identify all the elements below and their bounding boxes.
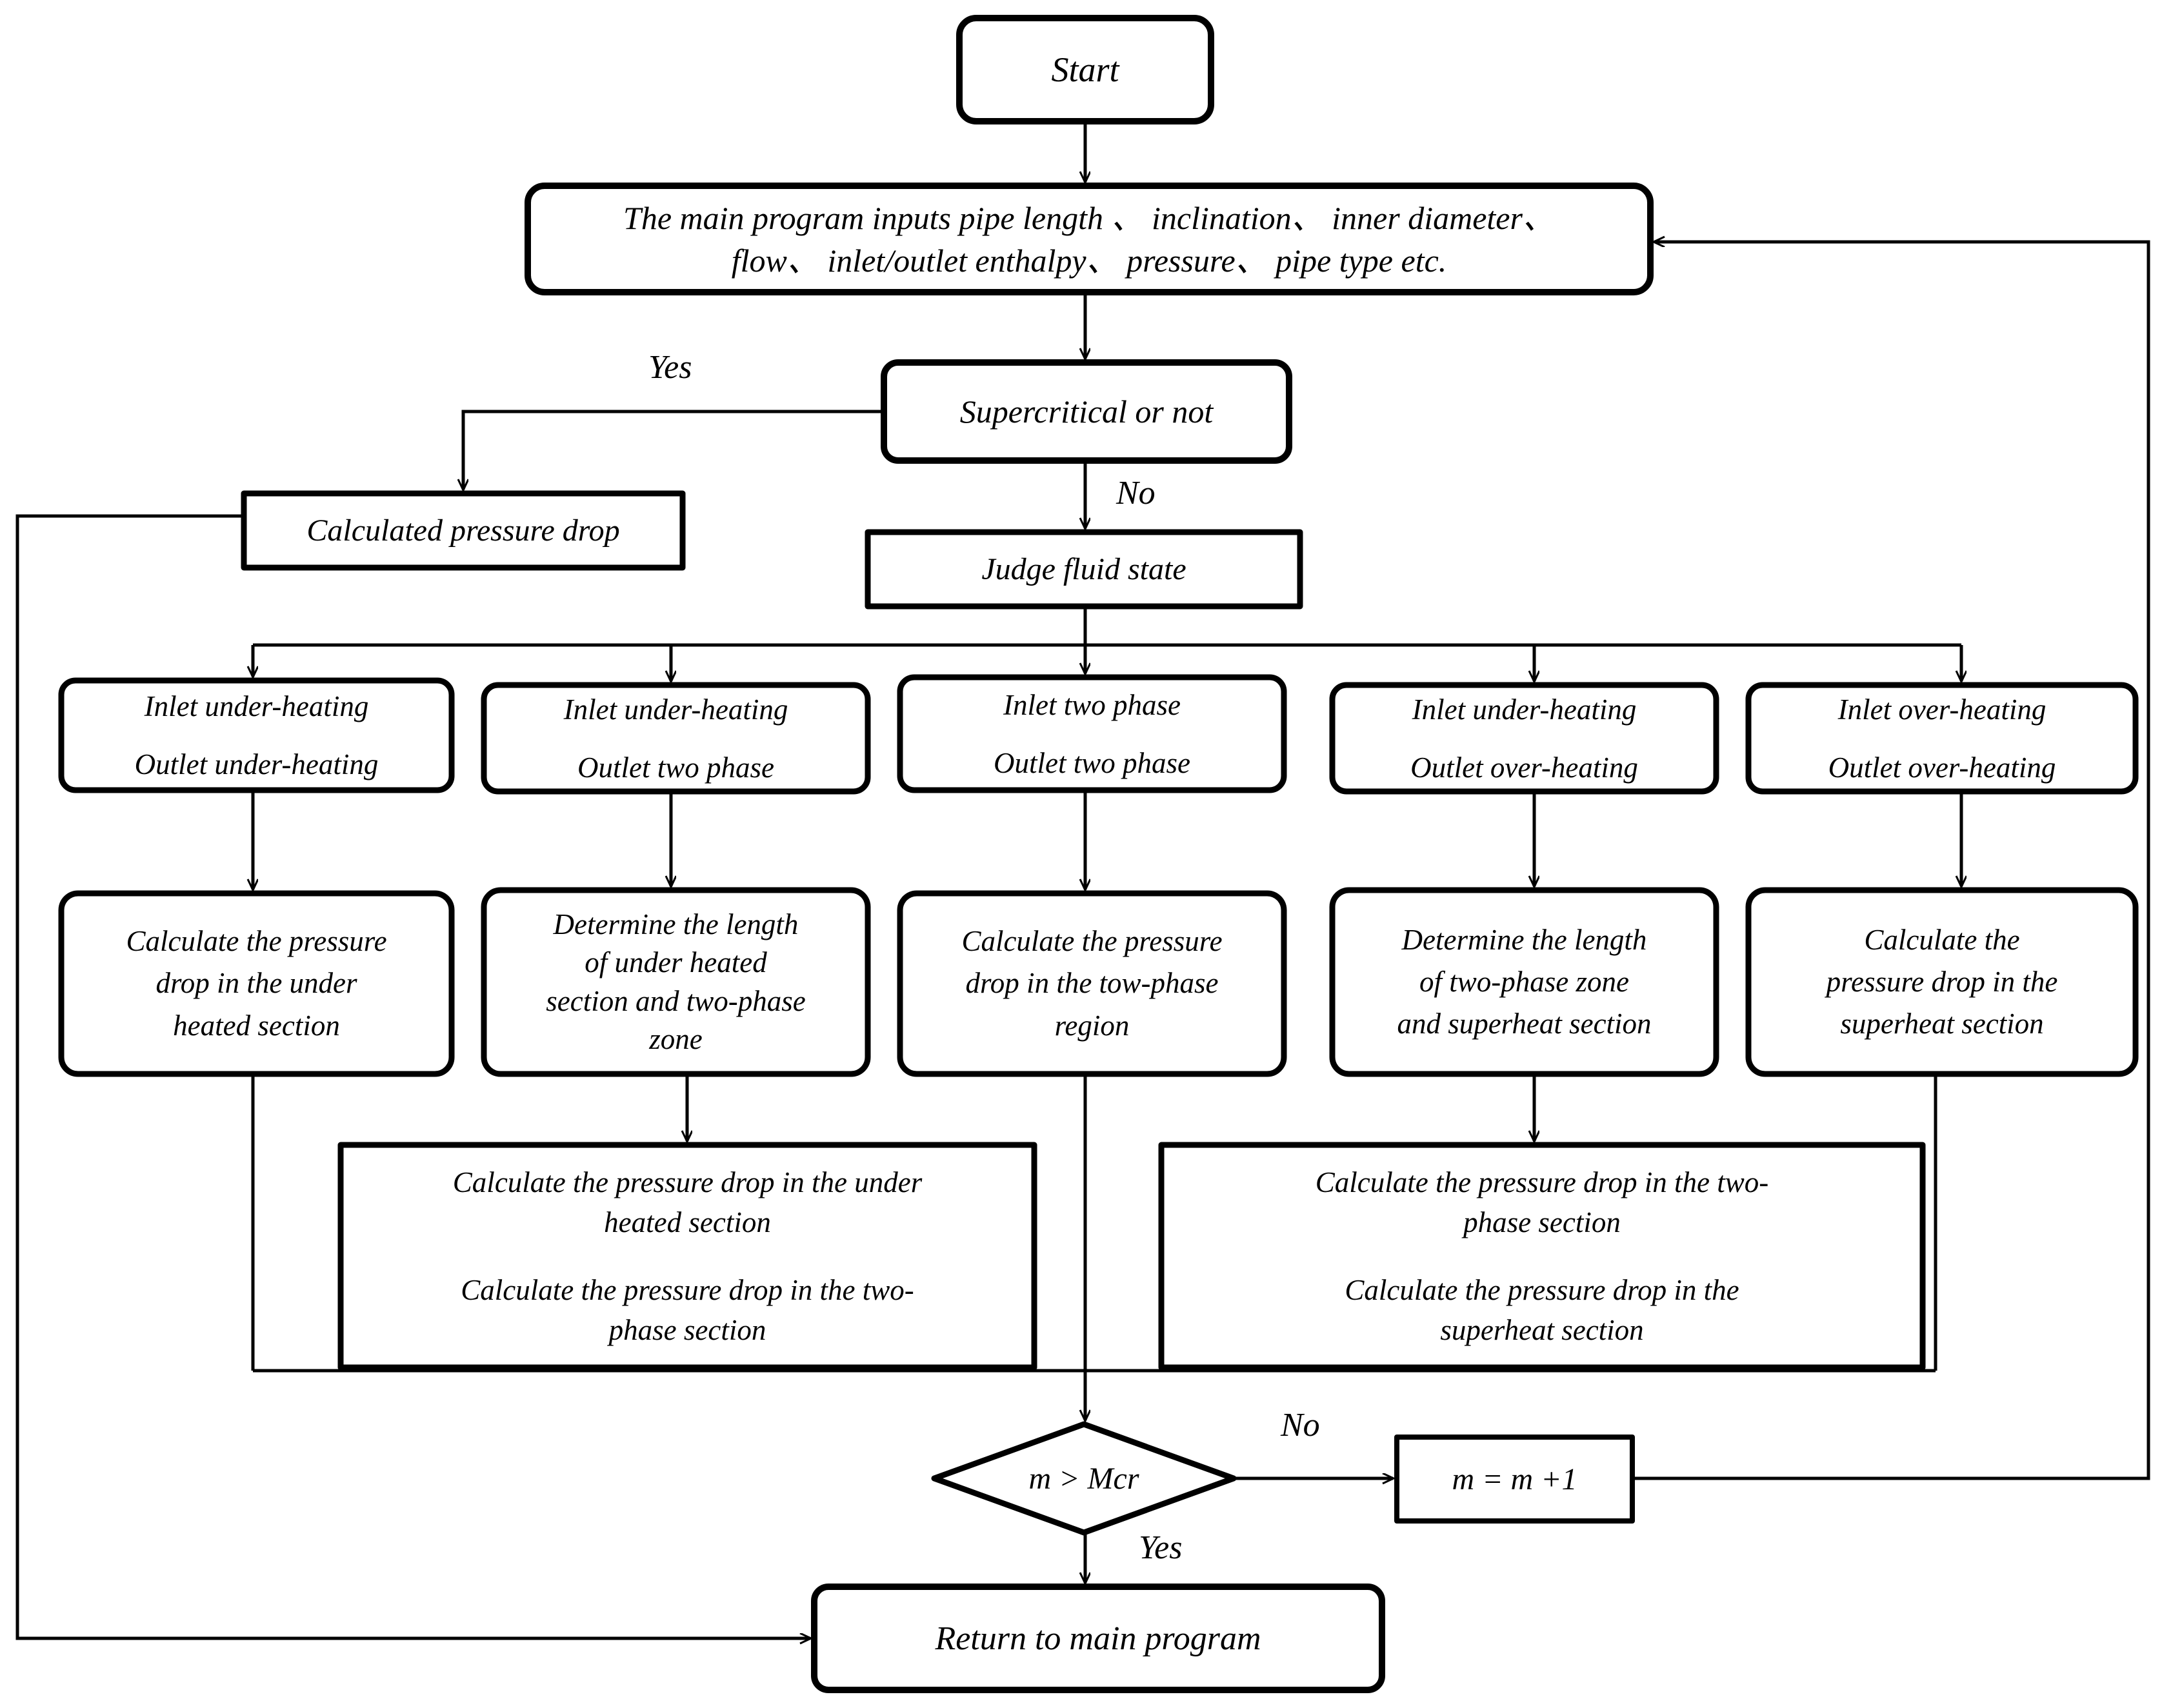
node-wide-left-shape	[337, 1142, 1037, 1371]
edge-calc-drop-to-return-feedback	[15, 514, 810, 1638]
edge-supercritical-yes-to-calc-drop	[463, 410, 884, 490]
edge-label-supercritical-no: No	[1116, 475, 1156, 511]
node-proc5-shape	[1745, 887, 2139, 1077]
edge-label-decision-no: No	[1281, 1407, 1320, 1444]
edge-label-supercritical-yes: Yes	[648, 349, 692, 386]
node-decision-shape	[931, 1421, 1237, 1536]
node-proc2-shape	[481, 887, 871, 1077]
node-main-input-shape	[525, 183, 1654, 295]
node-supercritical-shape	[881, 359, 1292, 464]
node-start-shape	[956, 15, 1214, 124]
node-state2-shape	[481, 682, 871, 795]
node-return-shape	[811, 1584, 1385, 1693]
edge-label-decision-yes: Yes	[1139, 1529, 1183, 1566]
node-state1-shape	[58, 677, 455, 793]
node-state5-shape	[1745, 682, 2139, 795]
node-judge-state-shape	[865, 529, 1303, 610]
node-proc1-shape	[58, 890, 455, 1077]
node-increment-shape	[1394, 1435, 1635, 1524]
node-proc4-shape	[1329, 887, 1719, 1077]
edge-increment-to-main-input-feedback	[1632, 242, 2150, 1480]
node-wide-right-shape	[1158, 1142, 1926, 1371]
node-state3-shape	[897, 674, 1287, 793]
node-calc-drop-shape	[241, 490, 686, 571]
node-proc3-shape	[897, 890, 1287, 1077]
node-state4-shape	[1329, 682, 1719, 795]
